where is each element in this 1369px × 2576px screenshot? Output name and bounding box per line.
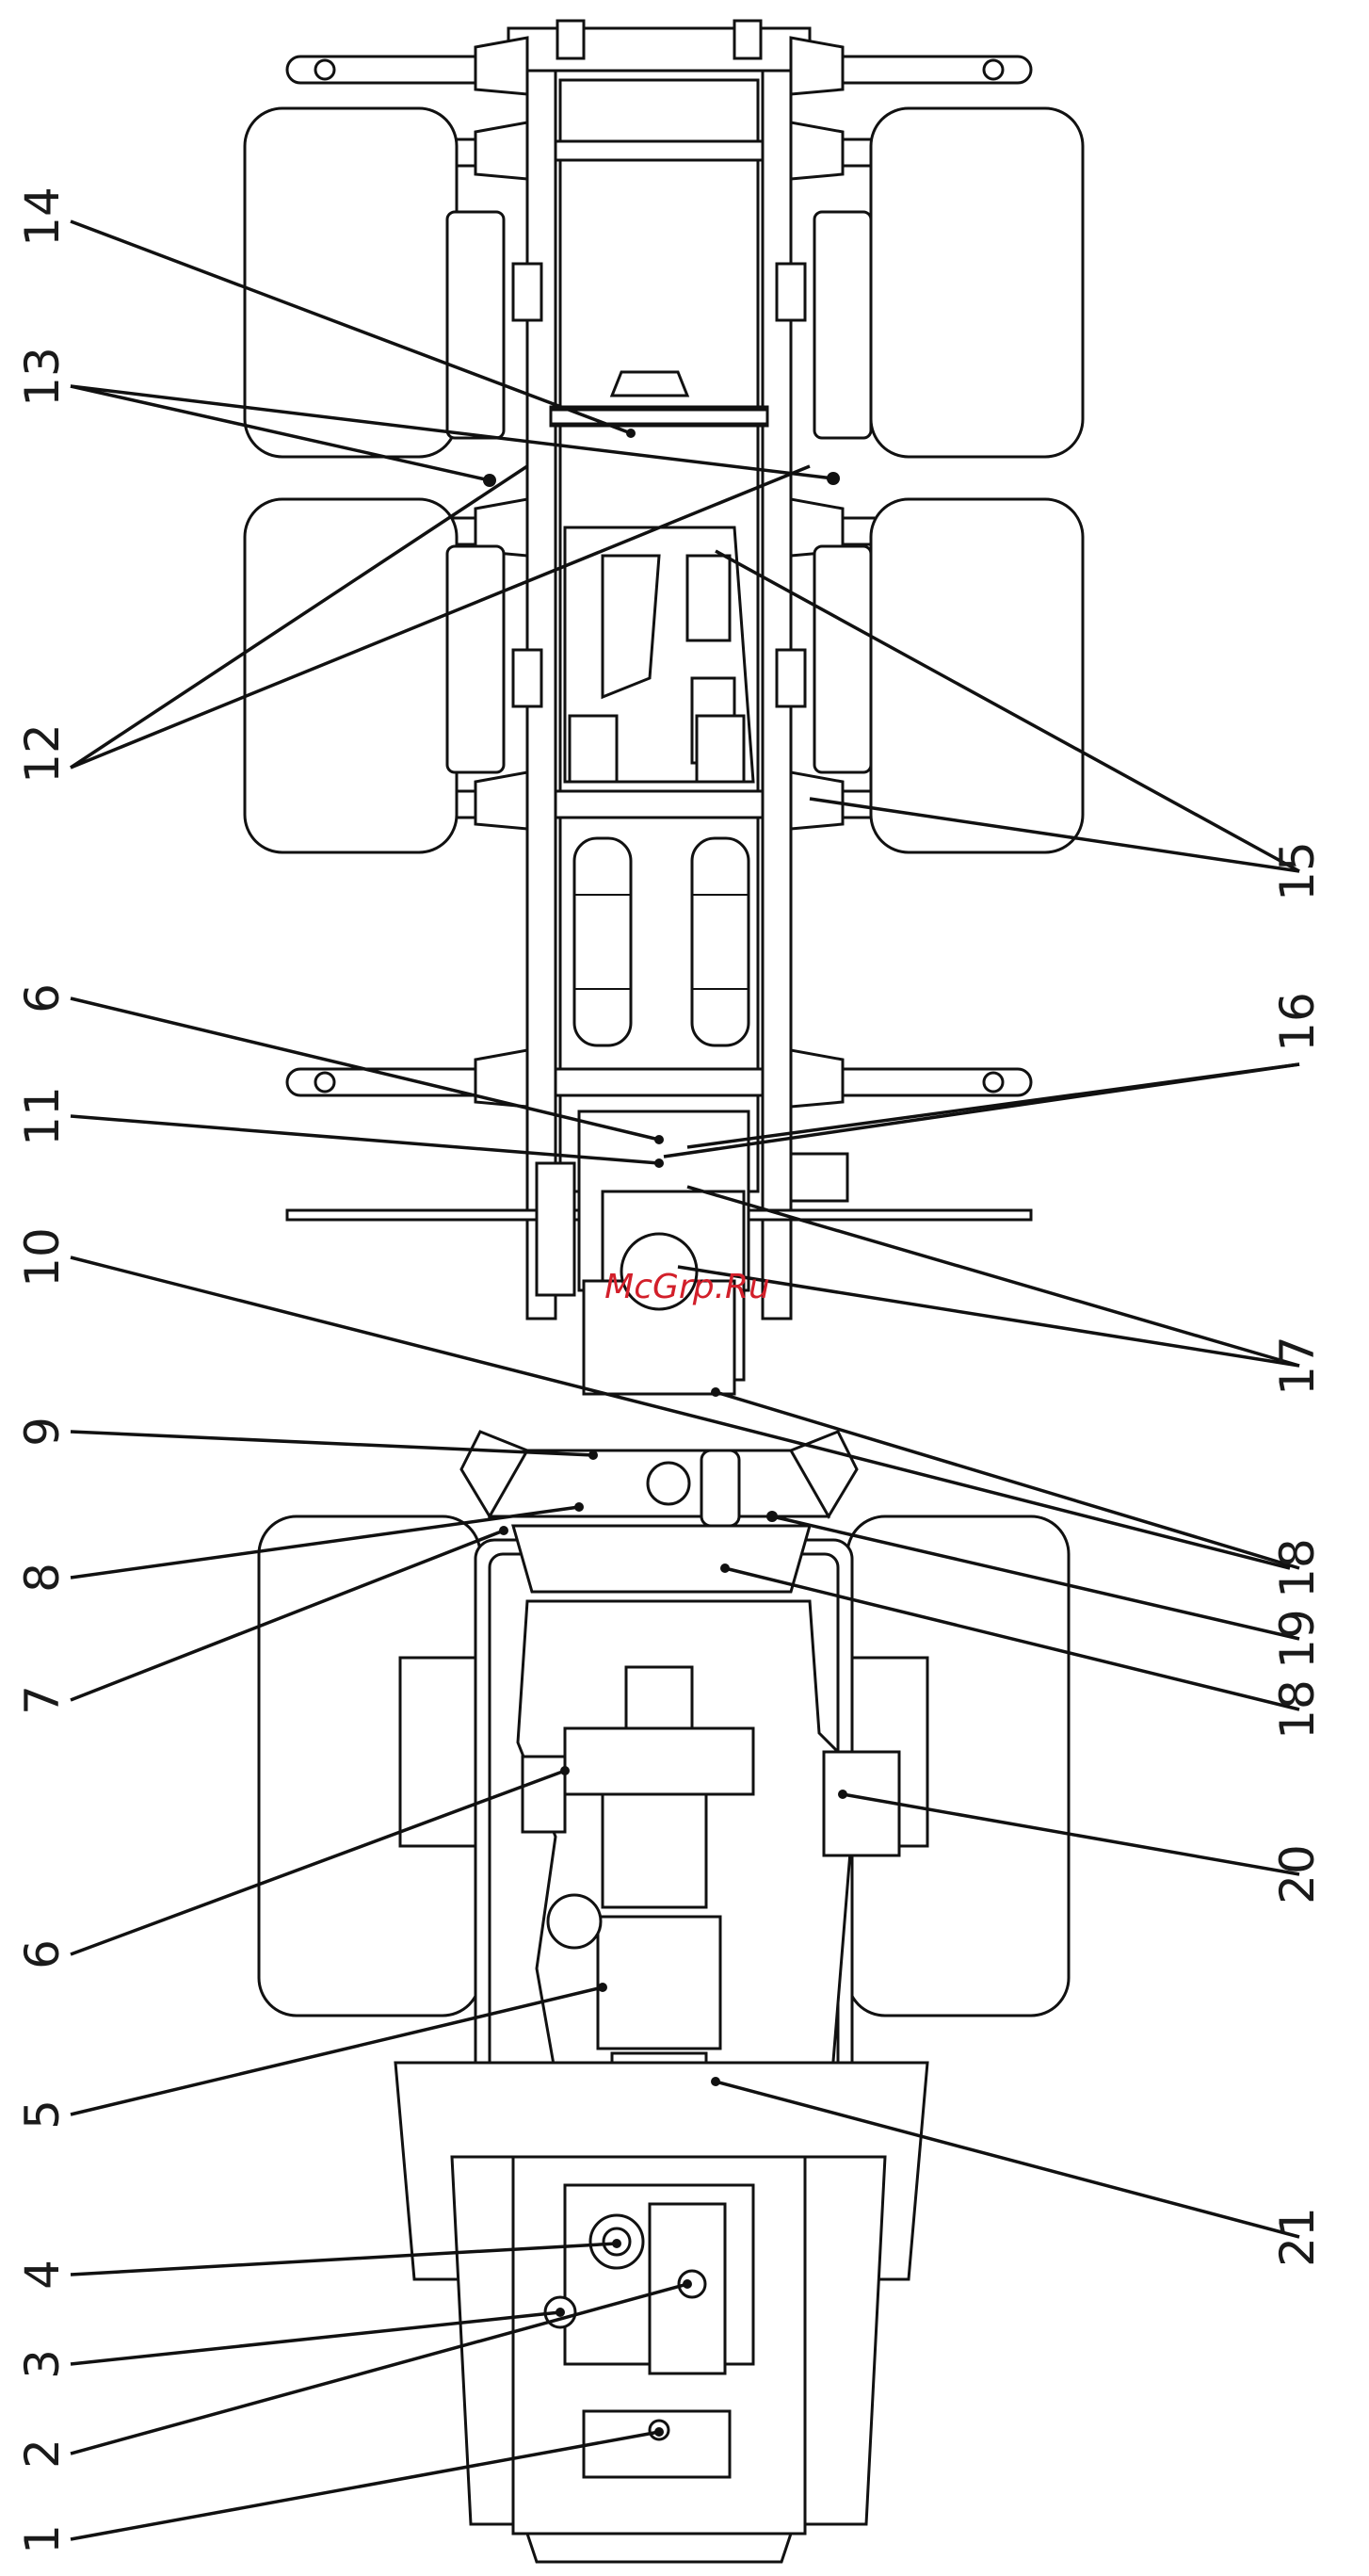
callout-14: 14 xyxy=(15,186,70,247)
callout-6-lower: 6 xyxy=(15,1939,70,1969)
callout-11: 11 xyxy=(15,1086,70,1146)
callout-1: 1 xyxy=(15,2524,70,2554)
callout-6-upper: 6 xyxy=(15,983,70,1013)
callout-3: 3 xyxy=(15,2349,70,2379)
callout-2: 2 xyxy=(15,2438,70,2469)
callout-9: 9 xyxy=(15,1417,70,1447)
coupling-gear xyxy=(287,1111,1031,1394)
callout-4: 4 xyxy=(15,2260,70,2290)
callout-20: 20 xyxy=(1270,1844,1325,1904)
callout-18-upper: 18 xyxy=(1270,1538,1325,1598)
callout-19: 19 xyxy=(1270,1609,1325,1669)
callout-16: 16 xyxy=(1270,992,1325,1052)
callout-18-lower: 18 xyxy=(1270,1679,1325,1740)
callout-13: 13 xyxy=(15,347,70,407)
callout-5: 5 xyxy=(15,2099,70,2130)
callout-17: 17 xyxy=(1270,1336,1325,1396)
callout-8: 8 xyxy=(15,1563,70,1593)
callout-7: 7 xyxy=(15,1685,70,1715)
callout-21: 21 xyxy=(1270,2207,1325,2267)
rear-frame xyxy=(395,2063,927,2562)
tractor-frame xyxy=(461,1432,857,1526)
watermark: McGrp.Ru xyxy=(604,1268,770,1306)
callout-10: 10 xyxy=(15,1227,70,1288)
callout-12: 12 xyxy=(15,723,70,784)
callout-15: 15 xyxy=(1270,841,1325,901)
